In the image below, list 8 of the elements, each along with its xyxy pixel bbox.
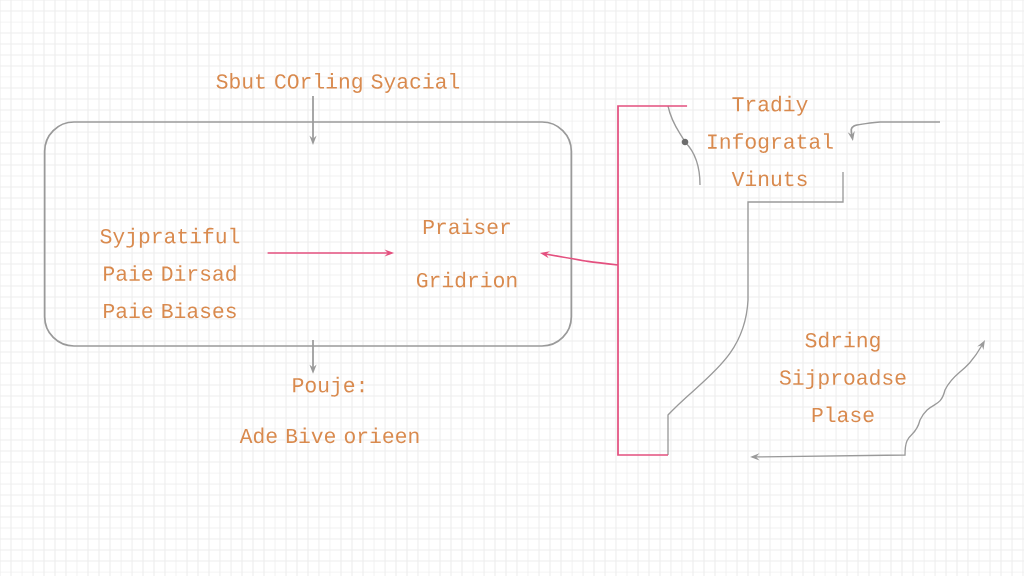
node-text: Tradiy Infogratal Vinuts <box>708 95 833 187</box>
node-text: Sbut COrling Syacial <box>216 73 460 93</box>
node-text: Ade Bive orieen <box>239 427 419 444</box>
node-text: Pouje: <box>293 376 364 397</box>
node-text: Sdring Sijproadse Plase <box>779 331 906 423</box>
node-text: Praiser Gridrion <box>416 218 517 288</box>
node-text: Syjpratiful Paie Dirsad Paie Biases <box>100 227 240 319</box>
rounded-box <box>43 121 573 347</box>
